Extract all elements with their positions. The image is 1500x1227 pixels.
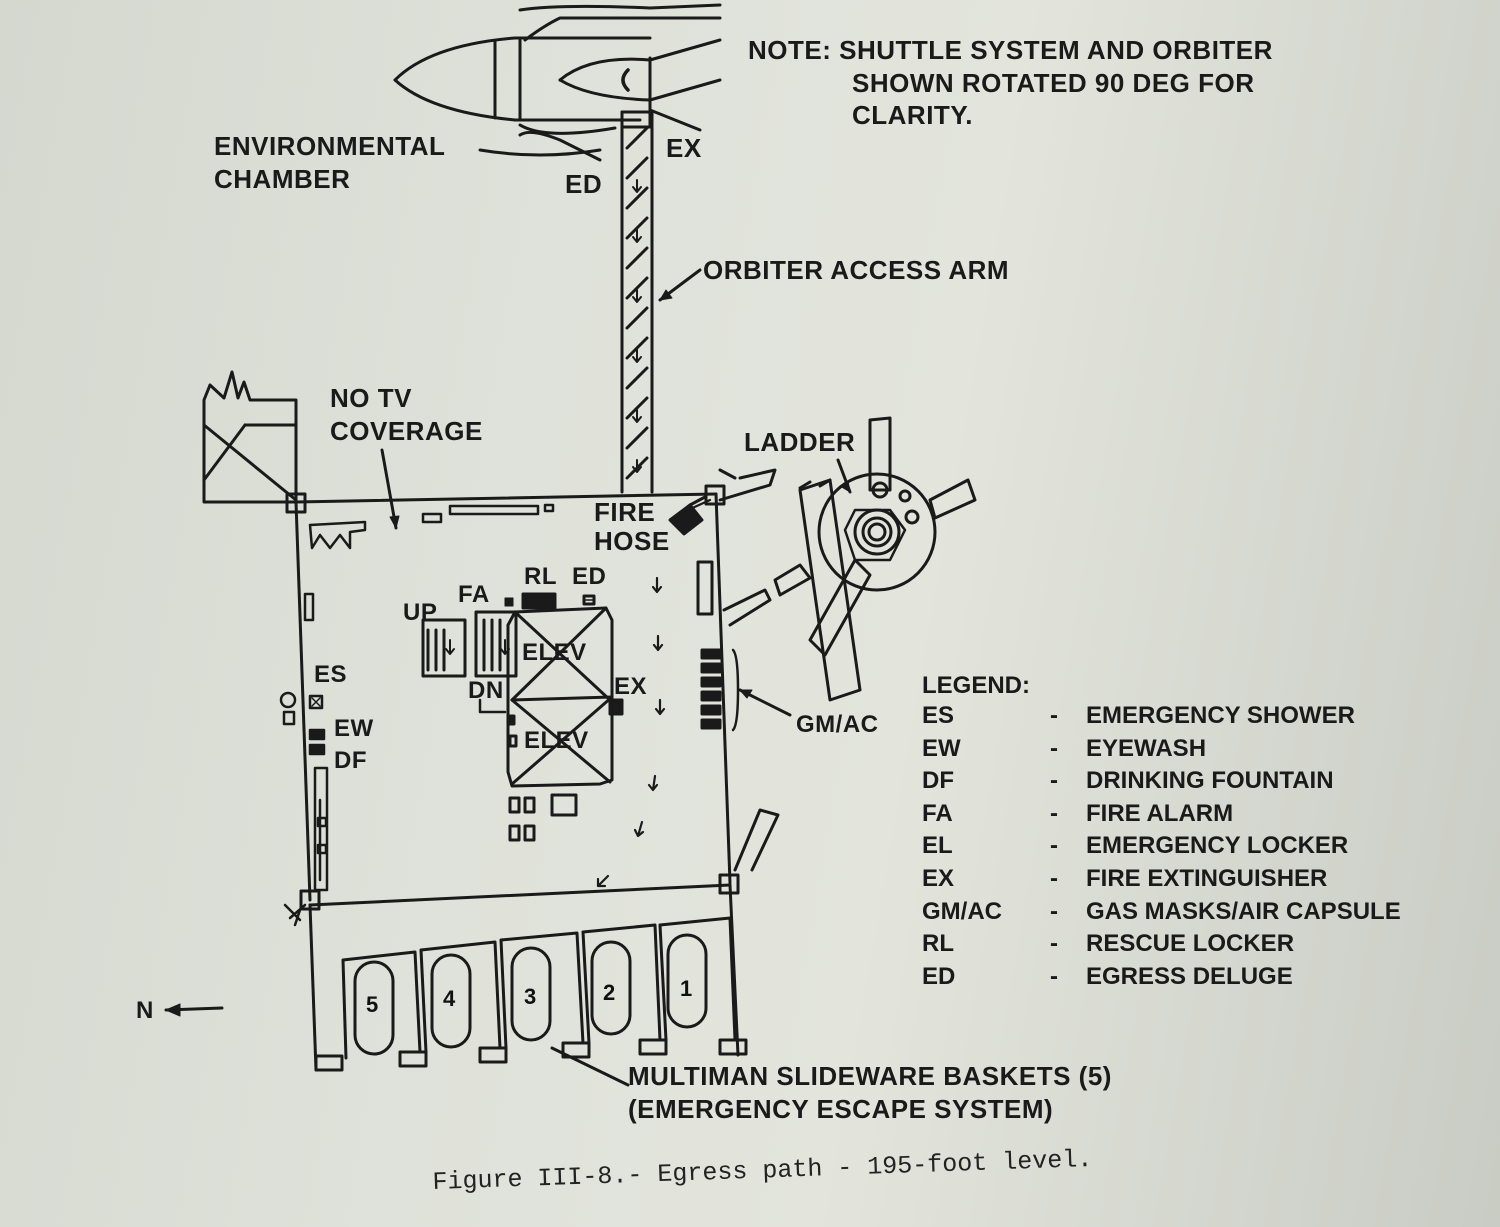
df-label: DF [334, 747, 367, 774]
baskets-line-1: MULTIMAN SLIDEWARE BASKETS (5) [628, 1061, 1112, 1091]
note-line-3: CLARITY. [852, 100, 973, 130]
es-label: ES [314, 661, 348, 688]
environmental-chamber-label: ENVIRONMENTAL CHAMBER [214, 130, 445, 195]
fire-hose-label: FIRE HOSE [594, 498, 670, 555]
basket-number-1: 1 [680, 976, 692, 1001]
legend-desc: EMERGENCY SHOWER [1086, 702, 1355, 729]
basket-number-5: 5 [366, 992, 378, 1017]
legend-desc: RESCUE LOCKER [1086, 930, 1295, 958]
legend-row: ES - EMERGENCY SHOWER [922, 702, 1355, 735]
environmental-chamber-box [202, 370, 298, 504]
legend-dash: - [1050, 930, 1058, 958]
gm-ac-lockers [696, 560, 792, 732]
ex-top-label: EX [666, 133, 702, 163]
legend-desc: EMERGENCY LOCKER [1086, 832, 1349, 860]
legend-row: FA -FIRE ALARM [922, 799, 1233, 833]
legend-code: EX [922, 864, 955, 892]
legend-dash: - [1050, 799, 1058, 827]
elev-top-label: ELEV [522, 639, 587, 666]
north-arrow [164, 1003, 224, 1017]
legend-dash: - [1050, 767, 1058, 795]
environmental-label-line-1: ENVIRONMENTAL [214, 131, 446, 161]
note-text: NOTE: SHUTTLE SYSTEM AND ORBITER SHOWN R… [748, 34, 1273, 132]
ed-top-label: ED [565, 169, 603, 199]
legend-code: RL [922, 930, 954, 958]
orbiter-access-arm [620, 110, 654, 494]
legend: LEGEND: ES-EMERGENCY SHOWER EW-EYEWASH D… [922, 672, 1401, 996]
gm-ac-label: GM/AC [796, 711, 879, 738]
basket-number-2: 2 [603, 980, 615, 1005]
legend-dash: - [1050, 897, 1058, 925]
legend-title: LEGEND: [922, 672, 1030, 699]
elevator-core [421, 592, 624, 842]
legend-code: ED [922, 962, 956, 990]
fire-hose-line-1: FIRE [594, 497, 656, 527]
legend-row: EL -EMERGENCY LOCKER [922, 832, 1348, 865]
legend-desc: DRINKING FOUNTAIN [1086, 767, 1334, 795]
no-tv-line-1: NO TV [330, 383, 412, 413]
egress-path-arrows [596, 498, 712, 888]
legend-code: EL [922, 832, 953, 860]
north-wall-fixtures [279, 503, 555, 927]
east-piping [718, 416, 977, 872]
legend-row: EW -EYEWASH [922, 734, 1206, 768]
legend-dash: - [1050, 864, 1058, 892]
ew-label: EW [334, 715, 374, 742]
no-tv-coverage-label: NO TV COVERAGE [330, 382, 483, 447]
environmental-label-line-2: CHAMBER [214, 163, 351, 194]
legend-row: ED -EGRESS DELUGE [922, 962, 1293, 996]
legend-row: GM/AC -GAS MASKS/AIR CAPSULE [922, 897, 1401, 931]
legend-desc: FIRE EXTINGUISHER [1086, 864, 1328, 892]
legend-code: DF [922, 767, 954, 795]
main-floor-outline [285, 484, 740, 911]
legend-code: GM/AC [922, 897, 1002, 925]
legend-dash: - [1050, 734, 1058, 762]
up-label: UP [403, 599, 438, 626]
legend-code: ES [922, 702, 955, 729]
dn-label: DN [468, 677, 504, 704]
legend-row: RL -RESCUE LOCKER [922, 930, 1294, 963]
ed-label: ED [572, 563, 607, 590]
fire-hose-line-2: HOSE [594, 525, 670, 556]
north-label: N [136, 997, 154, 1024]
basket-number-3: 3 [524, 984, 536, 1009]
baskets-label: MULTIMAN SLIDEWARE BASKETS (5) (EMERGENC… [628, 1060, 1112, 1125]
orbiter-nose-drawing [393, 3, 722, 162]
fa-label: FA [458, 581, 490, 608]
no-tv-pointer [380, 448, 398, 530]
orbiter-access-arm-label: ORBITER ACCESS ARM [703, 255, 1010, 285]
no-tv-line-2: COVERAGE [330, 415, 483, 446]
ladder-label: LADDER [744, 427, 856, 457]
slidewire-basket-platform: 5 4 3 2 1 [308, 883, 748, 1087]
legend-desc: EGRESS DELUGE [1086, 962, 1293, 990]
fire-hose-symbol [668, 495, 707, 536]
legend-dash: - [1050, 702, 1058, 729]
elev-bottom-label: ELEV [524, 727, 589, 754]
baskets-line-2: (EMERGENCY ESCAPE SYSTEM) [628, 1093, 1054, 1124]
basket-number-4: 4 [443, 986, 456, 1011]
legend-row: EX -FIRE EXTINGUISHER [922, 864, 1327, 898]
ex-label: EX [614, 673, 648, 700]
rl-label: RL [524, 563, 557, 590]
note-line-1: NOTE: SHUTTLE SYSTEM AND ORBITER [748, 35, 1273, 65]
legend-row: DF -DRINKING FOUNTAIN [922, 767, 1334, 800]
note-line-2: SHOWN ROTATED 90 DEG FOR [852, 67, 1255, 98]
legend-code: EW [922, 734, 961, 762]
legend-code: FA [922, 799, 953, 827]
legend-desc: FIRE ALARM [1086, 799, 1234, 827]
legend-desc: EYEWASH [1086, 734, 1207, 762]
legend-dash: - [1050, 832, 1058, 860]
legend-desc: GAS MASKS/AIR CAPSULE [1086, 897, 1401, 925]
legend-dash: - [1050, 962, 1058, 990]
